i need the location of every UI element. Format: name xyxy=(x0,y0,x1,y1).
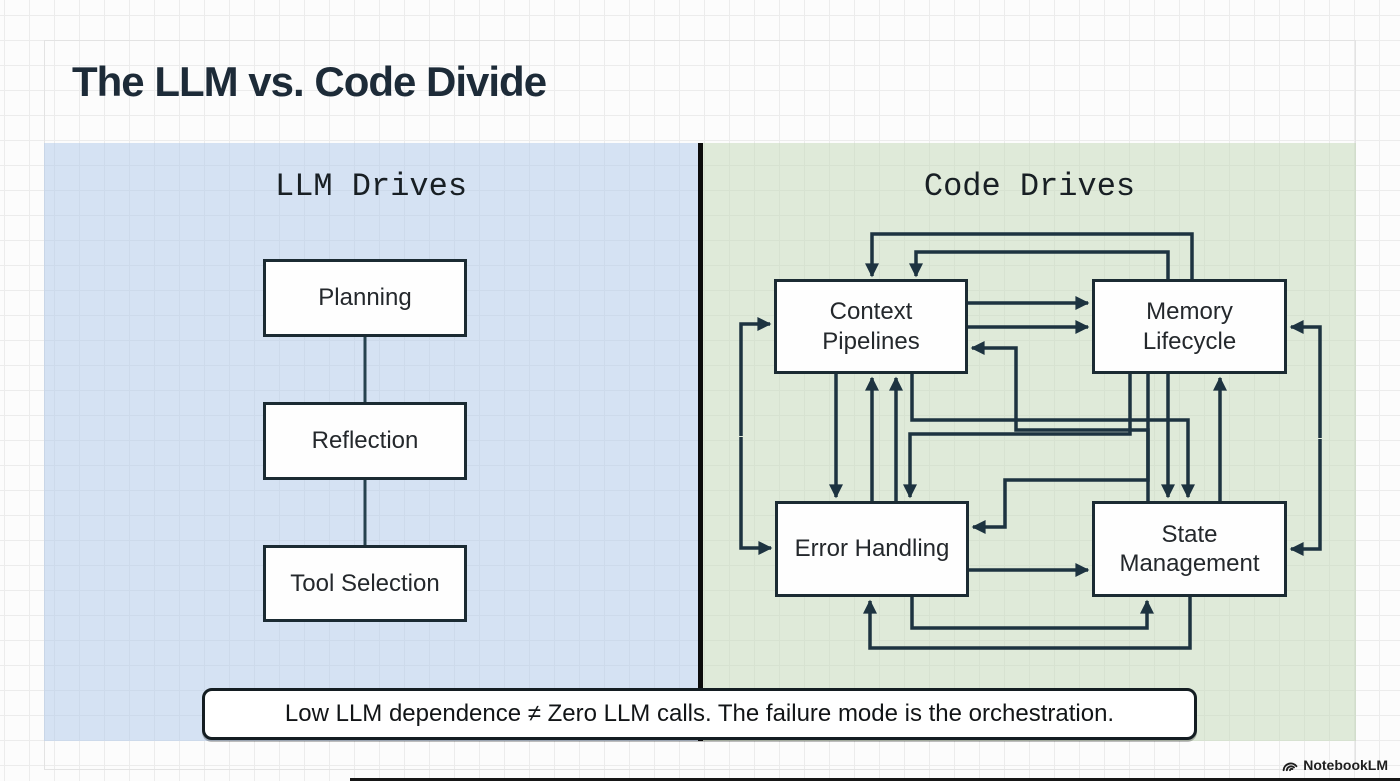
node-context-pipelines: Context Pipelines xyxy=(774,279,968,374)
node-planning-label: Planning xyxy=(318,284,412,312)
node-planning: Planning xyxy=(263,259,467,337)
llm-drives-header: LLM Drives xyxy=(274,168,468,205)
code-drives-panel xyxy=(703,143,1356,741)
page-title: The LLM vs. Code Divide xyxy=(72,58,547,105)
watermark-text: NotebookLM xyxy=(1303,757,1388,773)
watermark: NotebookLM xyxy=(1282,757,1388,773)
node-error-handling-label: Error Handling xyxy=(794,535,950,563)
node-context-pipelines-label: Context Pipelines xyxy=(822,298,920,355)
takeaway-text: Low LLM dependence ≠ Zero LLM calls. The… xyxy=(284,700,1115,727)
node-state-management: State Management xyxy=(1092,501,1287,597)
node-memory-lifecycle: Memory Lifecycle xyxy=(1092,279,1287,374)
node-tool-selection: Tool Selection xyxy=(263,545,467,622)
takeaway-banner: Low LLM dependence ≠ Zero LLM calls. The… xyxy=(202,688,1197,740)
code-drives-header: Code Drives xyxy=(923,168,1136,205)
bottom-edge-line xyxy=(350,778,1400,781)
node-reflection-label: Reflection xyxy=(311,427,419,455)
node-state-management-label: State Management xyxy=(1119,520,1260,577)
node-tool-selection-label: Tool Selection xyxy=(290,569,440,597)
notebooklm-logo-icon xyxy=(1282,762,1298,772)
node-memory-lifecycle-label: Memory Lifecycle xyxy=(1142,298,1237,355)
node-error-handling: Error Handling xyxy=(775,501,969,597)
panel-divider xyxy=(698,143,703,741)
node-reflection: Reflection xyxy=(263,402,467,480)
